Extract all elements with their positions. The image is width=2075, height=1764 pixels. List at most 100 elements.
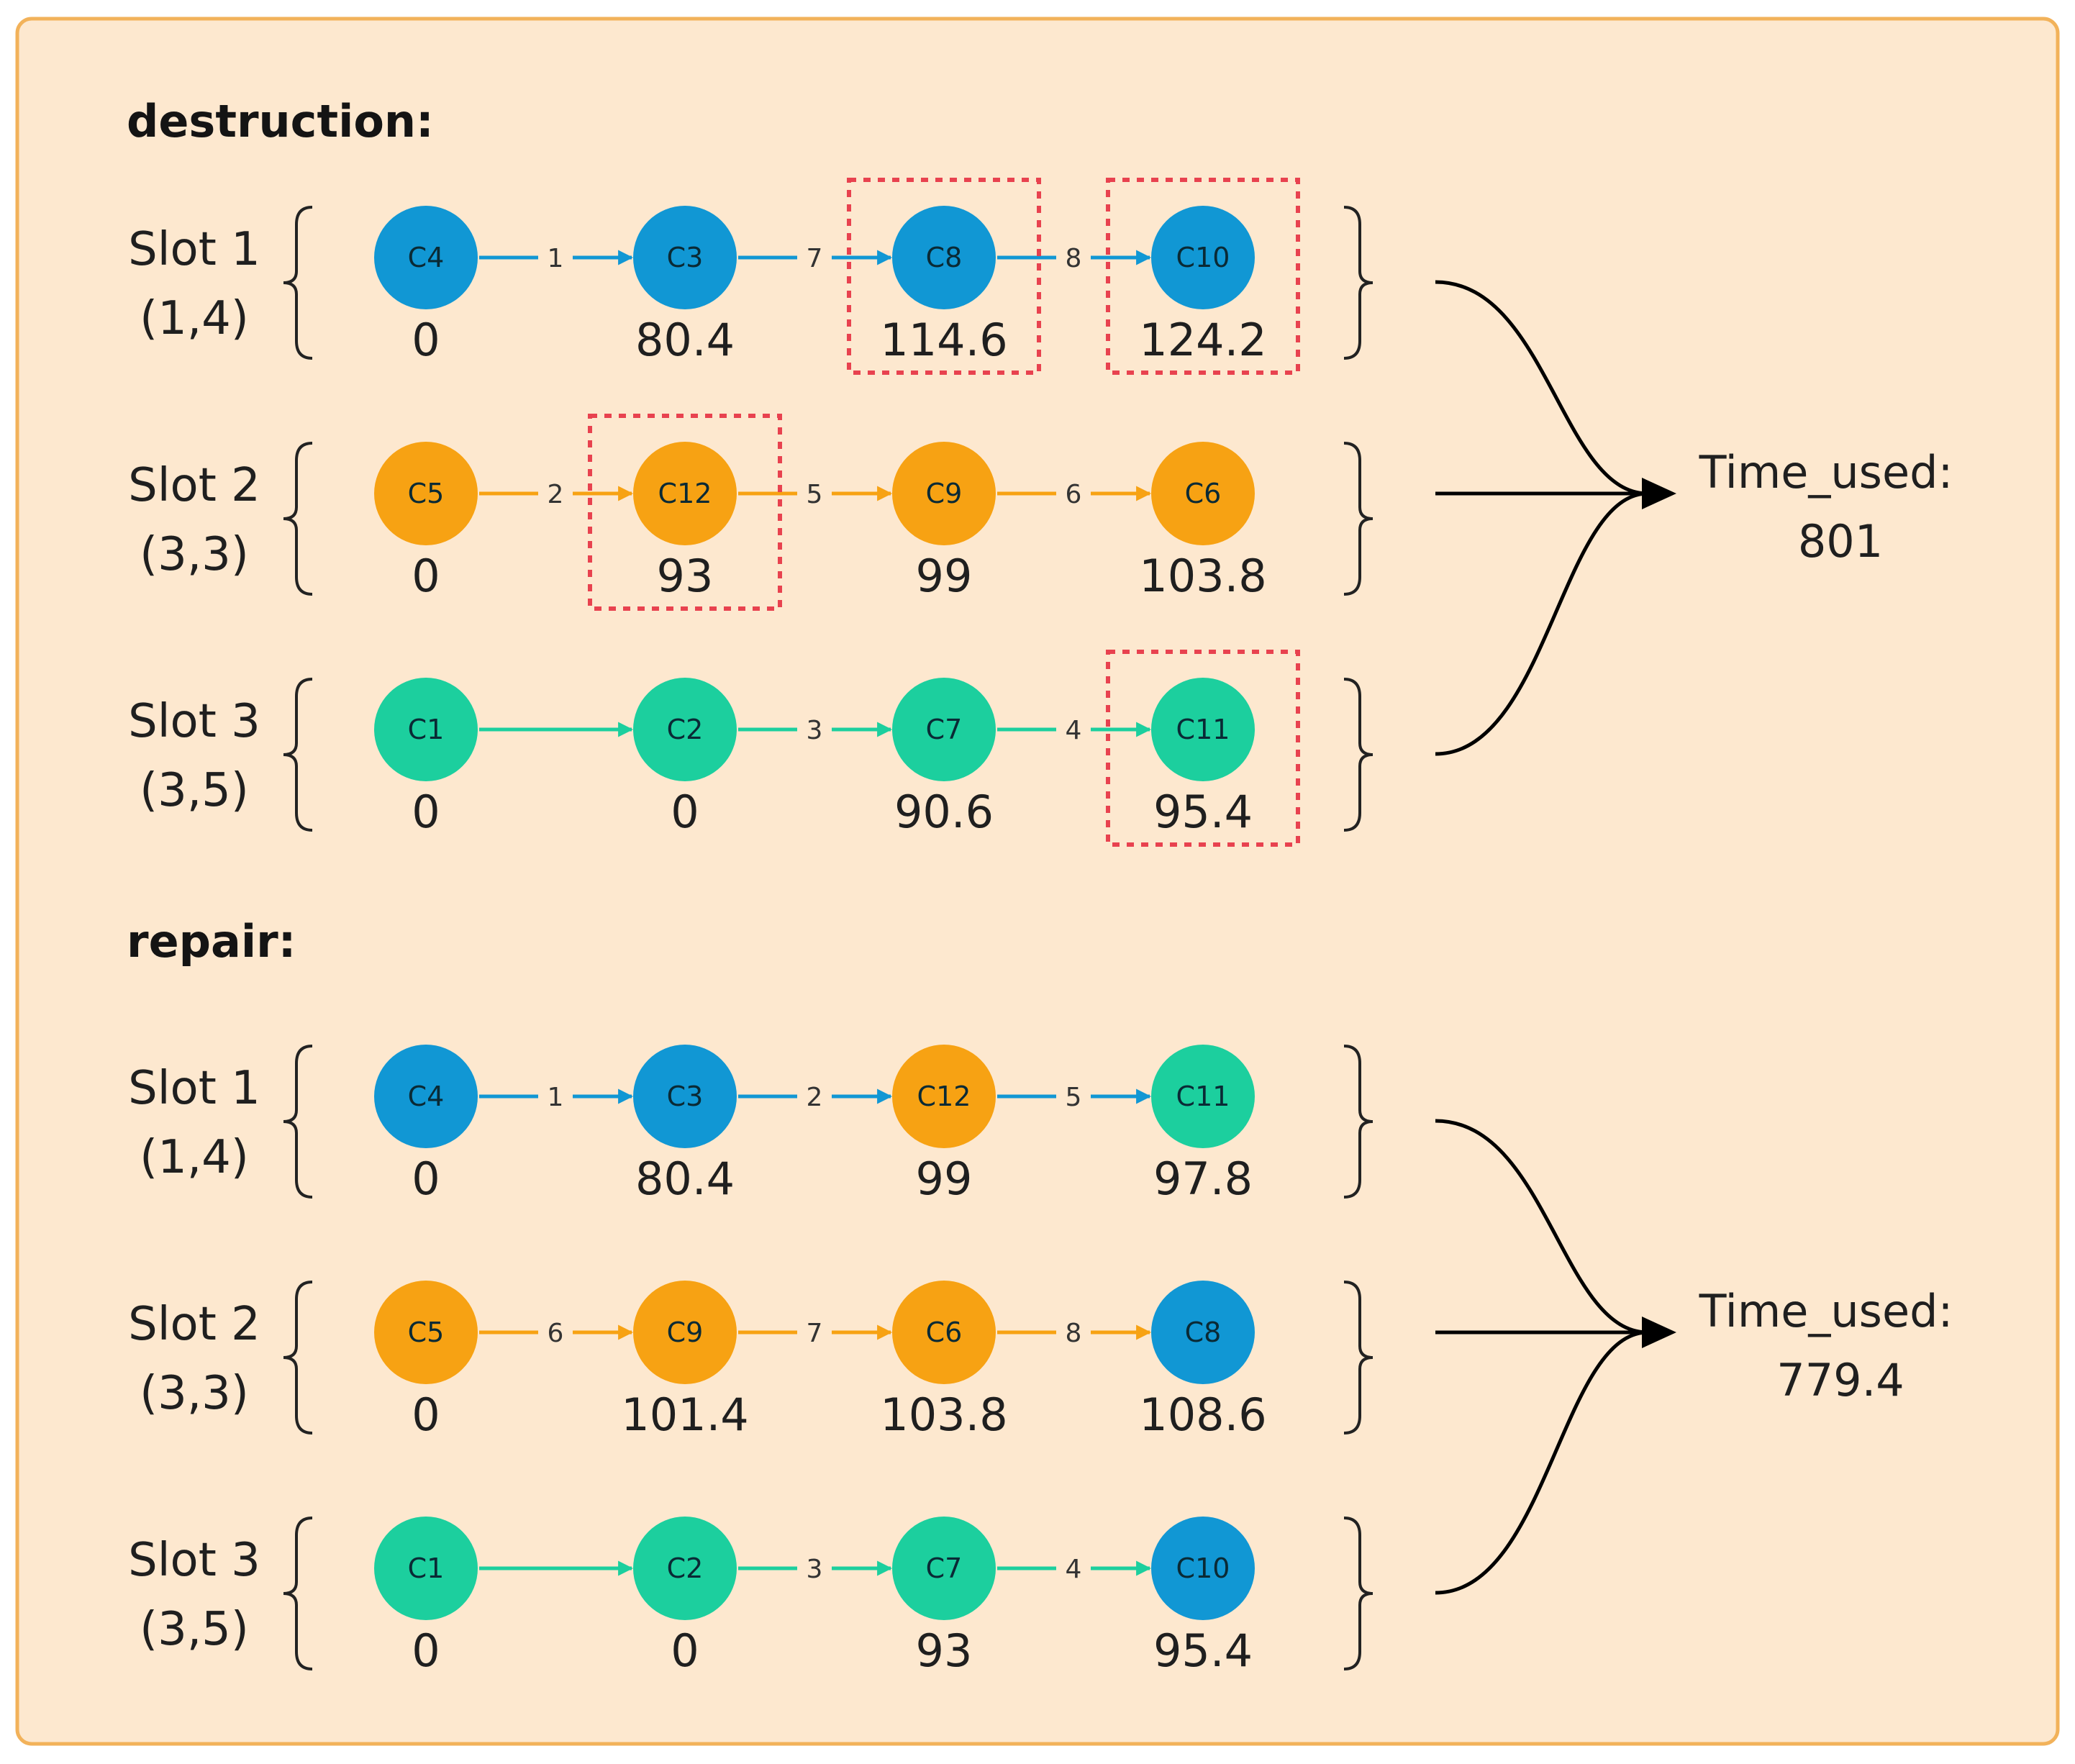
highlight-box — [1106, 178, 1300, 375]
connector-curve — [1435, 491, 1648, 756]
node: C10 95.4 — [1151, 1517, 1255, 1677]
node: C11 95.4 — [1106, 650, 1300, 847]
node-label: C11 — [1176, 714, 1230, 745]
edge-label: 2 — [548, 480, 564, 509]
node: C20 — [633, 678, 737, 838]
arrow-head — [1642, 478, 1676, 509]
slot-coordinate: (3,5) — [140, 764, 249, 817]
node: C7 90.6 — [892, 678, 996, 838]
merge-connector — [1435, 1119, 1676, 1595]
node-circle — [892, 678, 996, 781]
node-time: 80.4 — [635, 314, 735, 366]
node-label: C6 — [926, 1317, 963, 1348]
node-time: 93 — [916, 1624, 973, 1677]
right-brace — [1343, 206, 1374, 360]
edge-label: 4 — [1066, 716, 1082, 745]
edge-label: 2 — [807, 1083, 823, 1112]
node: C12 99 — [892, 1045, 996, 1205]
slot-coordinate: (3,3) — [140, 528, 249, 581]
node-time: 103.8 — [880, 1388, 1008, 1441]
node: C9 99 — [892, 442, 996, 602]
node-time: 90.6 — [894, 786, 994, 838]
edge-label: 7 — [807, 1319, 823, 1348]
highlight-box — [588, 414, 782, 611]
node-circle — [374, 1281, 478, 1384]
node-label: C3 — [667, 242, 704, 273]
node-time: 80.4 — [635, 1152, 735, 1205]
right-brace — [1343, 1045, 1374, 1199]
slot-name: Slot 2 — [128, 459, 260, 512]
time-used-label: Time_used: — [1699, 446, 1953, 499]
node: C1 0 — [374, 1517, 478, 1677]
node-time: 95.4 — [1153, 786, 1253, 838]
node: C6 103.8 — [1139, 442, 1267, 602]
left-brace — [283, 1281, 313, 1435]
repair-heading: repair: — [127, 915, 296, 968]
node-label: C2 — [667, 1552, 704, 1584]
left-brace — [283, 442, 313, 596]
destruction-heading: destruction: — [127, 95, 434, 147]
node-label: C10 — [1176, 242, 1230, 273]
left-brace — [283, 206, 313, 360]
highlight-box — [1106, 650, 1300, 847]
node-time: 0 — [412, 786, 440, 838]
node: C10 124.2 — [1106, 178, 1300, 375]
node-time: 0 — [412, 550, 440, 602]
node-time: 0 — [412, 1624, 440, 1677]
node-label: C10 — [1176, 1552, 1230, 1584]
node-time: 0 — [671, 786, 699, 838]
edge-label: 5 — [1066, 1083, 1082, 1112]
node-circle — [374, 442, 478, 545]
node-label: C12 — [917, 1081, 971, 1112]
node-label: C9 — [926, 478, 963, 509]
time-used-value: 779.4 — [1776, 1354, 1904, 1406]
node-time: 95.4 — [1153, 1624, 1253, 1677]
node-time: 93 — [657, 550, 714, 602]
node-time: 124.2 — [1139, 314, 1267, 366]
edge-label: 3 — [807, 716, 823, 745]
node-circle — [633, 1517, 737, 1620]
node-label: C6 — [1185, 478, 1222, 509]
node-time: 108.6 — [1139, 1388, 1267, 1441]
slot-coordinate: (3,3) — [140, 1367, 249, 1420]
connector-curve — [1435, 280, 1648, 496]
edge-label: 1 — [548, 244, 564, 273]
node-time: 99 — [916, 1152, 973, 1205]
node-label: C3 — [667, 1081, 704, 1112]
node-circle — [633, 678, 737, 781]
node-time: 0 — [671, 1624, 699, 1677]
node-time: 0 — [412, 1152, 440, 1205]
node-label: C7 — [926, 714, 963, 745]
node-circle — [892, 1281, 996, 1384]
node-label: C5 — [408, 1317, 445, 1348]
node: C40 — [374, 206, 478, 366]
node: C4 0 — [374, 1045, 478, 1205]
node-time: 99 — [916, 550, 973, 602]
slot-coordinate: (1,4) — [140, 1131, 249, 1184]
diagram-panel — [15, 17, 2060, 1746]
right-brace — [1343, 1281, 1374, 1435]
node-circle — [1151, 678, 1255, 781]
node-circle — [1151, 1045, 1255, 1148]
time-used-value: 801 — [1798, 515, 1883, 568]
slot-name: Slot 1 — [128, 1062, 260, 1115]
edge-label: 1 — [548, 1083, 564, 1112]
arrow-head — [1642, 1317, 1676, 1348]
node-time: 0 — [412, 1388, 440, 1441]
node-time: 103.8 — [1139, 550, 1267, 602]
node-time: 114.6 — [880, 314, 1008, 366]
left-brace — [283, 1045, 313, 1199]
slot-coordinate: (1,4) — [140, 292, 249, 345]
edge-label: 8 — [1066, 244, 1082, 273]
node-label: C1 — [408, 1552, 445, 1584]
node-circle — [892, 1045, 996, 1148]
node-time: 97.8 — [1153, 1152, 1253, 1205]
node-label: C4 — [408, 1081, 445, 1112]
